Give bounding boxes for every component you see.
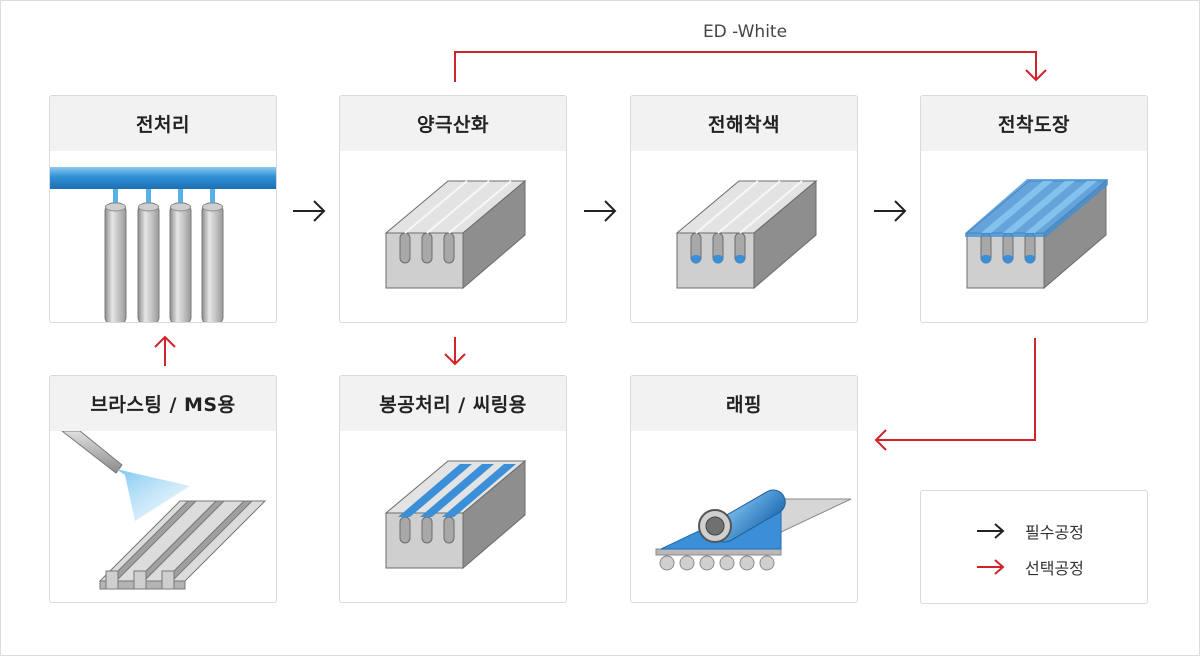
arrow-electrodeposition-to-wrapping: [874, 338, 1036, 451]
sealing-illustration: [340, 431, 566, 602]
arrow-blasting-to-pretreatment: [154, 335, 176, 366]
arrow-ed-white-branch: [454, 51, 1047, 82]
step-card-electrodeposition: 전착도장: [920, 95, 1148, 323]
grooved-block: [384, 179, 527, 290]
paint-coat: [965, 179, 1108, 237]
step-title-pretreatment: 전처리: [50, 96, 276, 151]
seal-strips: [398, 464, 516, 517]
step-card-anodizing: 양극산화: [339, 95, 567, 323]
step-card-electrolytic-coloring: 전해착색: [630, 95, 858, 323]
ed-white-label: ED -White: [702, 22, 788, 42]
pretreatment-illustration: [50, 151, 276, 322]
legend-required: 필수공정: [975, 519, 1084, 543]
red-arrow-icon: [977, 559, 1005, 575]
legend-optional: 선택공정: [975, 555, 1084, 579]
anodizing-illustration: [340, 151, 566, 322]
step-card-wrapping: 래핑: [630, 375, 858, 603]
electrolytic-coloring-illustration: [631, 151, 857, 322]
required-arrows: [293, 200, 907, 222]
step-card-sealing: 봉공처리 / 씨링용: [339, 375, 567, 603]
rollers: [659, 555, 775, 571]
step-title-electrodeposition: 전착도장: [921, 96, 1147, 151]
legend: 필수공정 선택공정: [920, 490, 1148, 604]
legend-optional-label: 선택공정: [1025, 559, 1084, 578]
step-title-wrapping: 래핑: [631, 376, 857, 431]
step-title-anodizing: 양극산화: [340, 96, 566, 151]
step-title-electrolytic-coloring: 전해착색: [631, 96, 857, 151]
step-title-blasting: 브라스팅 / MS용: [50, 376, 276, 431]
arrow-anodizing-to-coloring: [584, 200, 617, 222]
wrapping-illustration: [631, 431, 857, 602]
arrow-coloring-to-electrodeposition: [874, 200, 907, 222]
step-title-sealing: 봉공처리 / 씨링용: [340, 376, 566, 431]
legend-required-label: 필수공정: [1025, 523, 1084, 542]
black-arrow-icon: [977, 523, 1005, 539]
arrow-pretreatment-to-anodizing: [293, 200, 326, 222]
step-card-pretreatment: 전처리: [49, 95, 277, 323]
electrodeposition-illustration: [921, 151, 1147, 322]
arrow-anodizing-to-sealing: [444, 337, 466, 366]
optional-arrows: [154, 51, 1047, 451]
step-card-blasting: 브라스팅 / MS용: [49, 375, 277, 603]
blasting-illustration: [50, 431, 276, 602]
